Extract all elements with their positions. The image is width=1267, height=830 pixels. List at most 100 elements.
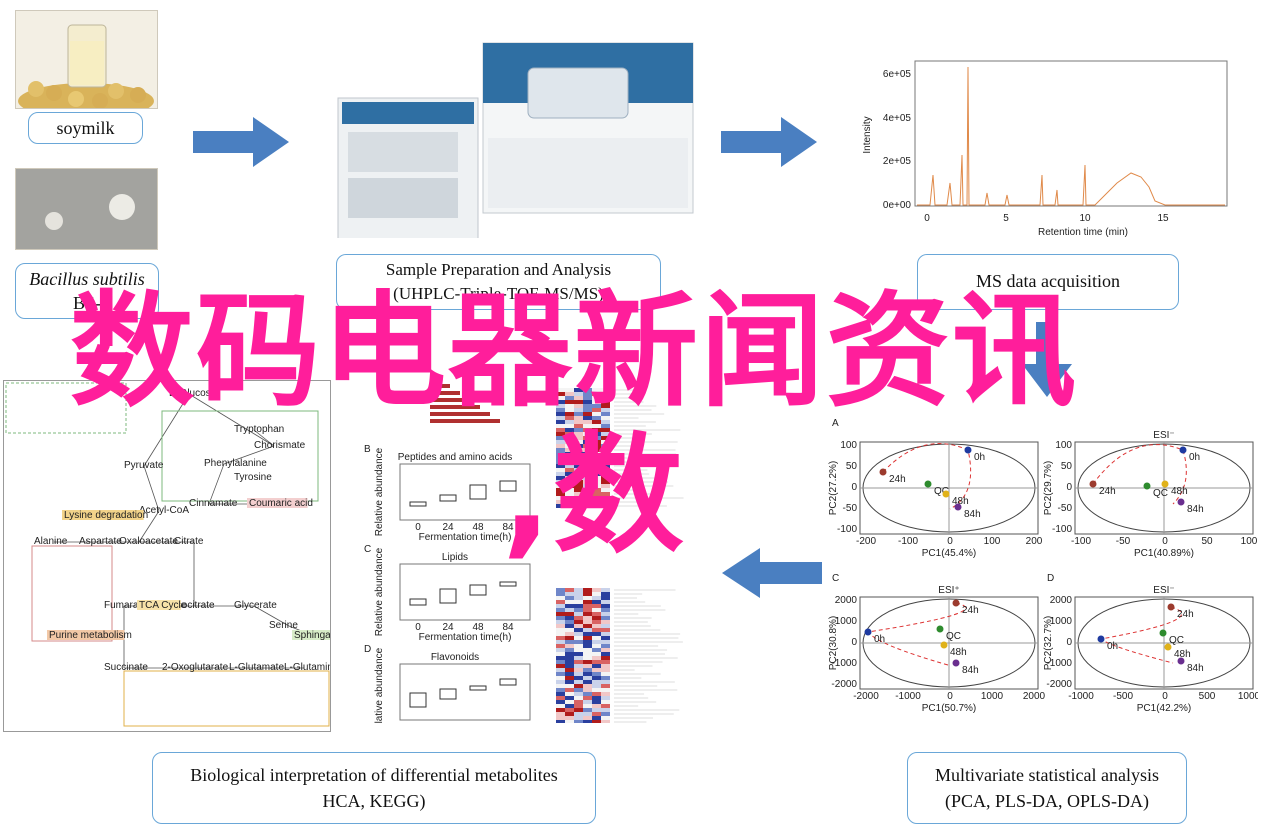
heatmap-cell — [592, 688, 601, 692]
pca-ytick: 50 — [1061, 461, 1073, 472]
heatmap-cell — [574, 676, 583, 680]
heatmap-cell — [556, 656, 565, 660]
heatmap-cell — [601, 600, 610, 604]
heatmap-cell — [601, 460, 610, 464]
pca-group-label: 24h — [1099, 486, 1116, 497]
heatmap-cell — [601, 612, 610, 616]
heatmap-cell — [556, 420, 565, 424]
right-arrow-icon — [193, 117, 291, 167]
pca-ytick: -50 — [1058, 503, 1073, 514]
heatmap-cell — [574, 428, 583, 432]
heatmap-cell — [565, 480, 574, 484]
heatmap-cell — [556, 424, 565, 428]
heatmap-cell — [565, 436, 574, 440]
heatmap-cell — [592, 444, 601, 448]
pca-group-label: QC — [1153, 488, 1168, 499]
box — [439, 588, 457, 604]
heatmap-cell — [583, 620, 592, 624]
boxplot-xtick: 0 — [415, 622, 421, 633]
heatmap-cell — [583, 668, 592, 672]
heatmap-cell — [574, 712, 583, 716]
heatmap-cell — [565, 400, 574, 404]
heatmap-cell — [592, 644, 601, 648]
heatmap-cell — [565, 412, 574, 416]
boxplot-xtick: 48 — [472, 522, 484, 533]
heatmap-cell — [583, 612, 592, 616]
boxplot-xtick: 48 — [472, 722, 484, 723]
heatmap-cell — [565, 680, 574, 684]
ms-acquisition-label: MS data acquisition — [917, 254, 1179, 310]
pca-xtick: -50 — [1116, 536, 1131, 547]
pca-group-label: 84h — [1187, 663, 1204, 674]
heatmap-cell — [601, 624, 610, 628]
chrom-ytick: 4e+05 — [883, 113, 912, 124]
heatmap-cell — [565, 608, 574, 612]
overlay-subtitle: ,数 — [502, 419, 686, 571]
pca-title: ESI⁻ — [1153, 585, 1174, 596]
heatmap-cell — [583, 488, 592, 492]
heatmap-cell — [565, 652, 574, 656]
pca-point — [936, 625, 944, 633]
heatmap-cell — [556, 440, 565, 444]
heatmap-cell — [592, 428, 601, 432]
pca-title: ESI⁺ — [938, 585, 959, 596]
pathway-node: Oxaloacetate — [119, 536, 178, 547]
heatmap-cell — [574, 708, 583, 712]
panel-letter: D — [1047, 573, 1054, 584]
heatmap-cell — [583, 696, 592, 700]
heatmap-cell — [556, 460, 565, 464]
pca-ytick: 0 — [1066, 637, 1072, 648]
pathway-node: Purine metabolism — [49, 630, 132, 641]
heatmap-cell — [583, 652, 592, 656]
heatmap-cell — [592, 476, 601, 480]
heatmap-cell — [556, 388, 565, 392]
heatmap-cell — [601, 672, 610, 676]
heatmap-cell — [583, 444, 592, 448]
pca-xtick: 2000 — [1023, 691, 1046, 702]
heatmap-cell — [556, 408, 565, 412]
heatmap-cell — [601, 712, 610, 716]
heatmap-cell — [574, 700, 583, 704]
heatmap-cell — [583, 464, 592, 468]
heatmap-cell — [565, 612, 574, 616]
heatmap-cell — [592, 464, 601, 468]
heatmap-cell — [556, 392, 565, 396]
heatmap-cell — [556, 600, 565, 604]
heatmap-cell — [583, 688, 592, 692]
heatmap-cell — [556, 704, 565, 708]
heatmap-cell — [583, 604, 592, 608]
pathway-node-bg — [62, 510, 144, 520]
heatmap-cell — [574, 392, 583, 396]
panel-letter: C — [832, 573, 839, 584]
pca-ytick: 0 — [1066, 482, 1072, 493]
pca-ylabel: PC2(32.7%) — [1043, 616, 1054, 670]
heatmap-cell — [601, 484, 610, 488]
heatmap-cell — [592, 620, 601, 624]
pca-xtick: 0 — [947, 536, 953, 547]
heatmap-cell — [592, 648, 601, 652]
bar — [430, 405, 480, 409]
pca-group-label: 48h — [950, 647, 967, 658]
heatmap-cell — [565, 696, 574, 700]
pca-xtick: 1000 — [1238, 691, 1258, 702]
boxplot-xtick: 0 — [415, 522, 421, 533]
heatmap-cell — [583, 424, 592, 428]
box — [499, 581, 517, 587]
heatmap-cell — [565, 596, 574, 600]
bar — [430, 391, 460, 395]
heatmap-cell — [565, 688, 574, 692]
heatmap-cell — [556, 716, 565, 720]
heatmap-cell — [556, 720, 565, 724]
heatmap-cell — [574, 476, 583, 480]
pca-group-label: 84h — [962, 665, 979, 676]
heatmap-cell — [601, 660, 610, 664]
heatmap-cell — [574, 660, 583, 664]
pca-ytick: -100 — [1052, 524, 1072, 535]
heatmap-cell — [601, 604, 610, 608]
heatmap-cell — [592, 604, 601, 608]
down-arrow-icon — [1022, 322, 1072, 397]
pathway-node-bg — [137, 600, 181, 610]
pca-xtick: -100 — [898, 536, 918, 547]
heatmap-cell — [592, 656, 601, 660]
